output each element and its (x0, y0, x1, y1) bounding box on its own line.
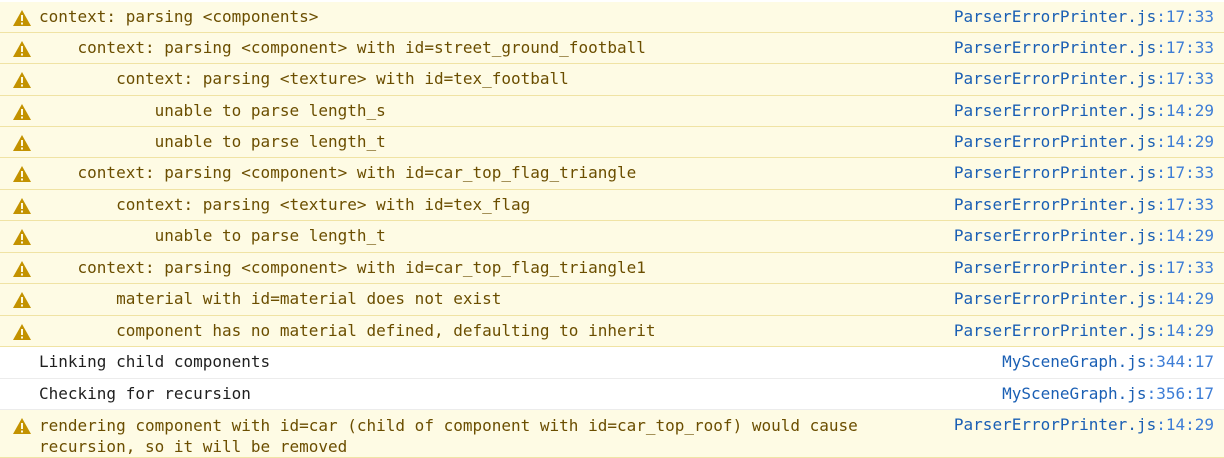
source-link[interactable]: ParserErrorPrinter.js:17:33 (954, 38, 1214, 58)
warning-icon (12, 260, 32, 278)
source-file-name: ParserErrorPrinter.js (953, 163, 1157, 182)
source-file-name: ParserErrorPrinter.js (953, 38, 1157, 57)
console-message-row: unable to parse length_s ParserErrorPrint… (0, 96, 1224, 127)
console-message-text: context: parsing <component> with id=str… (39, 38, 646, 57)
source-line-location: :17:33 (1156, 258, 1214, 277)
console-message-text: context: parsing <texture> with id=tex_f… (39, 195, 531, 214)
console-message-row: Linking child components MySceneGraph.js:… (0, 347, 1224, 379)
console-message-row: context: parsing <component> with id=str… (0, 33, 1224, 64)
console-message-text: context: parsing <component> with id=car… (39, 163, 637, 182)
warning-icon (12, 71, 32, 89)
source-link[interactable]: ParserErrorPrinter.js:14:29 (954, 226, 1214, 246)
source-file-name: MySceneGraph.js (1002, 384, 1147, 403)
console-message-text: Checking for recursion (39, 384, 251, 403)
warning-icon (12, 197, 32, 215)
warning-icon (12, 417, 32, 435)
source-line-location: :17:33 (1156, 38, 1214, 57)
source-file-name: ParserErrorPrinter.js (953, 69, 1157, 88)
source-line-location: :344:17 (1146, 352, 1214, 371)
console-message-row: Checking for recursion MySceneGraph.js:35… (0, 379, 1224, 410)
source-file-name: ParserErrorPrinter.js (953, 415, 1157, 434)
warning-icon (12, 134, 32, 152)
source-file-name: ParserErrorPrinter.js (953, 321, 1157, 340)
source-line-location: :14:29 (1156, 415, 1214, 434)
console-message-text: unable to parse length_t (39, 226, 386, 245)
source-link[interactable]: ParserErrorPrinter.js:14:29 (954, 289, 1214, 309)
source-file-name: ParserErrorPrinter.js (953, 101, 1157, 120)
source-link[interactable]: ParserErrorPrinter.js:14:29 (954, 132, 1214, 152)
source-line-location: :14:29 (1156, 132, 1214, 151)
source-line-location: :14:29 (1156, 321, 1214, 340)
source-line-location: :14:29 (1156, 101, 1214, 120)
console-message-text: component has no material defined, defau… (39, 321, 656, 340)
source-link[interactable]: ParserErrorPrinter.js:14:29 (954, 101, 1214, 121)
source-link[interactable]: MySceneGraph.js:344:17 (1002, 352, 1214, 372)
console-message-text: Linking child components (39, 352, 271, 371)
console-message-row: context: parsing <texture> with id=tex_f… (0, 190, 1224, 221)
source-file-name: ParserErrorPrinter.js (953, 226, 1157, 245)
source-link[interactable]: ParserErrorPrinter.js:17:33 (954, 69, 1214, 89)
console-message-row: unable to parse length_t ParserErrorPrint… (0, 221, 1224, 253)
source-line-location: :356:17 (1146, 384, 1214, 403)
source-file-name: ParserErrorPrinter.js (953, 258, 1157, 277)
source-line-location: :17:33 (1156, 195, 1214, 214)
warning-icon (12, 228, 32, 246)
console-message-text: context: parsing <component> with id=car… (39, 258, 646, 277)
warning-icon (12, 323, 32, 341)
warning-icon (12, 40, 32, 58)
warning-icon (12, 165, 32, 183)
source-link[interactable]: ParserErrorPrinter.js:14:29 (954, 415, 1214, 435)
console-message-text: unable to parse length_s (39, 101, 386, 120)
console-message-text: material with id=material does not exist (39, 289, 502, 308)
source-line-location: :14:29 (1156, 226, 1214, 245)
console-message-text: unable to parse length_t (39, 132, 386, 151)
warning-icon (12, 291, 32, 309)
console-message-row: context: parsing <component> with id=car… (0, 253, 1224, 284)
warning-icon (12, 9, 32, 27)
source-link[interactable]: MySceneGraph.js:356:17 (1002, 384, 1214, 404)
source-link[interactable]: ParserErrorPrinter.js:17:33 (954, 163, 1214, 183)
console-message-row: unable to parse length_t ParserErrorPrint… (0, 127, 1224, 158)
source-link[interactable]: ParserErrorPrinter.js:14:29 (954, 321, 1214, 341)
console-message-text: context: parsing <components> (39, 7, 319, 26)
warning-icon (12, 103, 32, 121)
source-line-location: :14:29 (1156, 289, 1214, 308)
source-line-location: :17:33 (1156, 163, 1214, 182)
source-line-location: :17:33 (1156, 7, 1214, 26)
source-file-name: ParserErrorPrinter.js (953, 132, 1157, 151)
console-message-row: rendering component with id=car (child o… (0, 410, 1224, 458)
source-link[interactable]: ParserErrorPrinter.js:17:33 (954, 7, 1214, 27)
source-file-name: ParserErrorPrinter.js (953, 195, 1157, 214)
source-file-name: MySceneGraph.js (1002, 352, 1147, 371)
source-link[interactable]: ParserErrorPrinter.js:17:33 (954, 258, 1214, 278)
console-message-row: material with id=material does not exist… (0, 284, 1224, 316)
console-message-row: context: parsing <components> ParserError… (0, 2, 1224, 33)
console-message-row: context: parsing <texture> with id=tex_f… (0, 64, 1224, 96)
source-line-location: :17:33 (1156, 69, 1214, 88)
console-message-text: context: parsing <texture> with id=tex_f… (39, 69, 569, 88)
console-message-row: component has no material defined, defau… (0, 316, 1224, 347)
source-link[interactable]: ParserErrorPrinter.js:17:33 (954, 195, 1214, 215)
source-file-name: ParserErrorPrinter.js (953, 7, 1157, 26)
source-file-name: ParserErrorPrinter.js (953, 289, 1157, 308)
console-message-row: context: parsing <component> with id=car… (0, 158, 1224, 190)
console-message-text: rendering component with id=car (child o… (39, 416, 868, 456)
